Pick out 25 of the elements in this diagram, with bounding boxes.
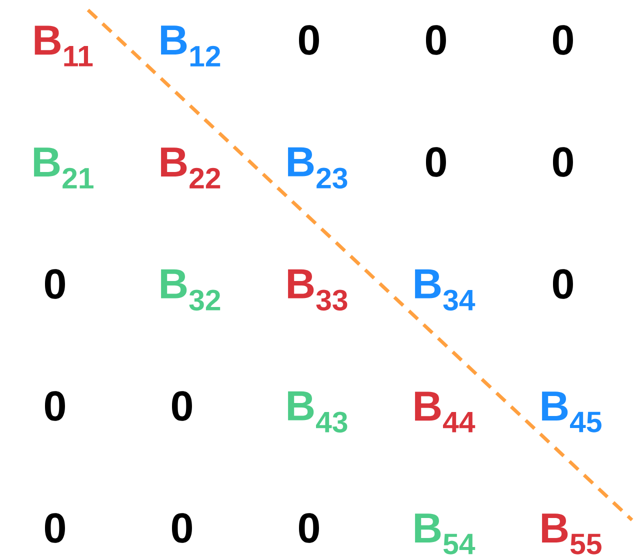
matrix-entry: B$_{44}$ — [415, 392, 476, 432]
zero-entry: 0 — [299, 25, 319, 55]
zero-entry: 0 — [426, 147, 446, 177]
zero-entry: 0 — [299, 513, 319, 543]
matrix-entry: B$_{55}$ — [542, 514, 602, 554]
matrix-entry: B$_{11}$ — [34, 26, 93, 66]
zero-entry: 0 — [45, 269, 65, 299]
zero-entry: 0 — [172, 391, 192, 421]
zero-entry: 0 — [172, 513, 192, 543]
zero-entry: 0 — [552, 147, 573, 177]
matrix-entry: B$_{34}$ — [415, 269, 476, 311]
zero-entry: 0 — [45, 391, 65, 421]
zero-entry: 0 — [426, 25, 446, 55]
zero-entry: 0 — [552, 25, 573, 55]
zero-entry: 0 — [552, 269, 573, 299]
matrix-entry: B$_{45}$ — [542, 392, 602, 432]
matrix-entry: B$_{43}$ — [288, 391, 348, 433]
matrix-entry: B$_{33}$ — [288, 269, 348, 311]
matrix-entry: B$_{12}$ — [161, 26, 220, 66]
matrix-entry: B$_{23}$ — [288, 147, 348, 189]
zero-entry: 0 — [45, 513, 65, 543]
matrix-entry: B$_{21}$ — [34, 148, 94, 188]
matrix-entry: B$_{22}$ — [161, 148, 220, 188]
matrix-entry: B$_{54}$ — [415, 514, 476, 554]
matrix-entry: B$_{32}$ — [161, 269, 220, 311]
